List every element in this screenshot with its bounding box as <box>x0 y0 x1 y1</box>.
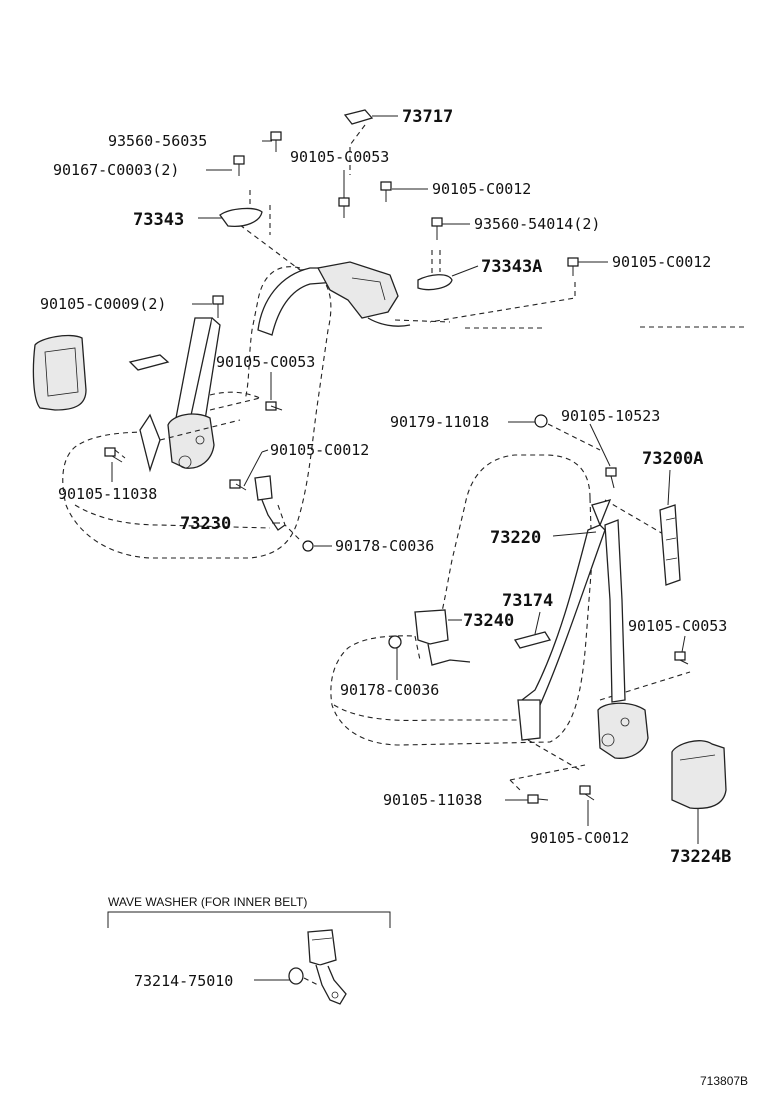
callout-73224b: 73224B <box>670 847 731 867</box>
left-retractor-assembly <box>32 317 301 541</box>
callout-90178-c0036-b: 90178-C0036 <box>340 681 439 699</box>
bolt-icon <box>527 794 549 804</box>
callout-73214-75010: 73214-75010 <box>134 972 233 990</box>
bolt-icon <box>338 197 350 218</box>
bolt-icon <box>265 401 283 411</box>
bolt-icon <box>431 217 443 240</box>
callout-90105-11038-right: 90105-11038 <box>383 791 482 809</box>
bolt-icon <box>567 257 579 276</box>
callout-90105-c0012-a: 90105-C0012 <box>432 180 531 198</box>
callout-73230: 73230 <box>180 514 231 534</box>
bolt-icon <box>579 785 595 801</box>
callout-90105-c0053-mid: 90105-C0053 <box>216 353 315 371</box>
callout-73200a: 73200A <box>642 449 703 469</box>
right-seat-outline <box>330 419 691 791</box>
callout-90105-11038-left: 90105-11038 <box>58 485 157 503</box>
bolt-icon <box>302 540 314 552</box>
leader-lines <box>111 115 699 981</box>
bolt-icon <box>212 295 224 318</box>
bolt-icon <box>674 651 689 665</box>
callout-90105-c0012-c: 90105-C0012 <box>270 441 369 459</box>
callout-90178-c0036-a: 90178-C0036 <box>335 537 434 555</box>
callout-73717: 73717 <box>402 107 453 127</box>
part-callouts: 73717 93560-56035 90167-C0003(2) 90105-C… <box>40 107 731 990</box>
wave-washer-icon <box>288 967 304 985</box>
callout-90167-c0003: 90167-C0003(2) <box>53 161 179 179</box>
bolt-icon <box>605 467 617 489</box>
bolt-icon <box>270 131 282 152</box>
upper-belt-assembly <box>219 109 745 336</box>
diagram-id: 713807B <box>700 1074 748 1088</box>
right-retractor-assembly <box>388 499 727 810</box>
bolt-icon <box>534 414 548 428</box>
callout-73343: 73343 <box>133 210 184 230</box>
callout-90179-11018: 90179-11018 <box>390 413 489 431</box>
callout-73343a: 73343A <box>481 257 542 277</box>
callout-90105-10523: 90105-10523 <box>561 407 660 425</box>
callout-93560-54014: 93560-54014(2) <box>474 215 600 233</box>
callout-90105-c0012-d: 90105-C0012 <box>530 829 629 847</box>
bolt-icon <box>229 479 247 491</box>
wave-washer-inset: WAVE WASHER (FOR INNER BELT) <box>107 895 391 1005</box>
bolt-icons <box>104 131 689 804</box>
callout-73174: 73174 <box>502 591 553 611</box>
callout-90105-c0053-top: 90105-C0053 <box>290 148 389 166</box>
callout-90105-c0053-right: 90105-C0053 <box>628 617 727 635</box>
bolt-icon <box>104 447 123 463</box>
bolt-icon <box>380 181 392 202</box>
callout-73220: 73220 <box>490 528 541 548</box>
callout-93560-56035: 93560-56035 <box>108 132 207 150</box>
callout-90105-c0009: 90105-C0009(2) <box>40 295 166 313</box>
callout-90105-c0012-b: 90105-C0012 <box>612 253 711 271</box>
callout-73240: 73240 <box>463 611 514 631</box>
bolt-icon <box>233 155 245 176</box>
inset-title: WAVE WASHER (FOR INNER BELT) <box>108 895 307 909</box>
